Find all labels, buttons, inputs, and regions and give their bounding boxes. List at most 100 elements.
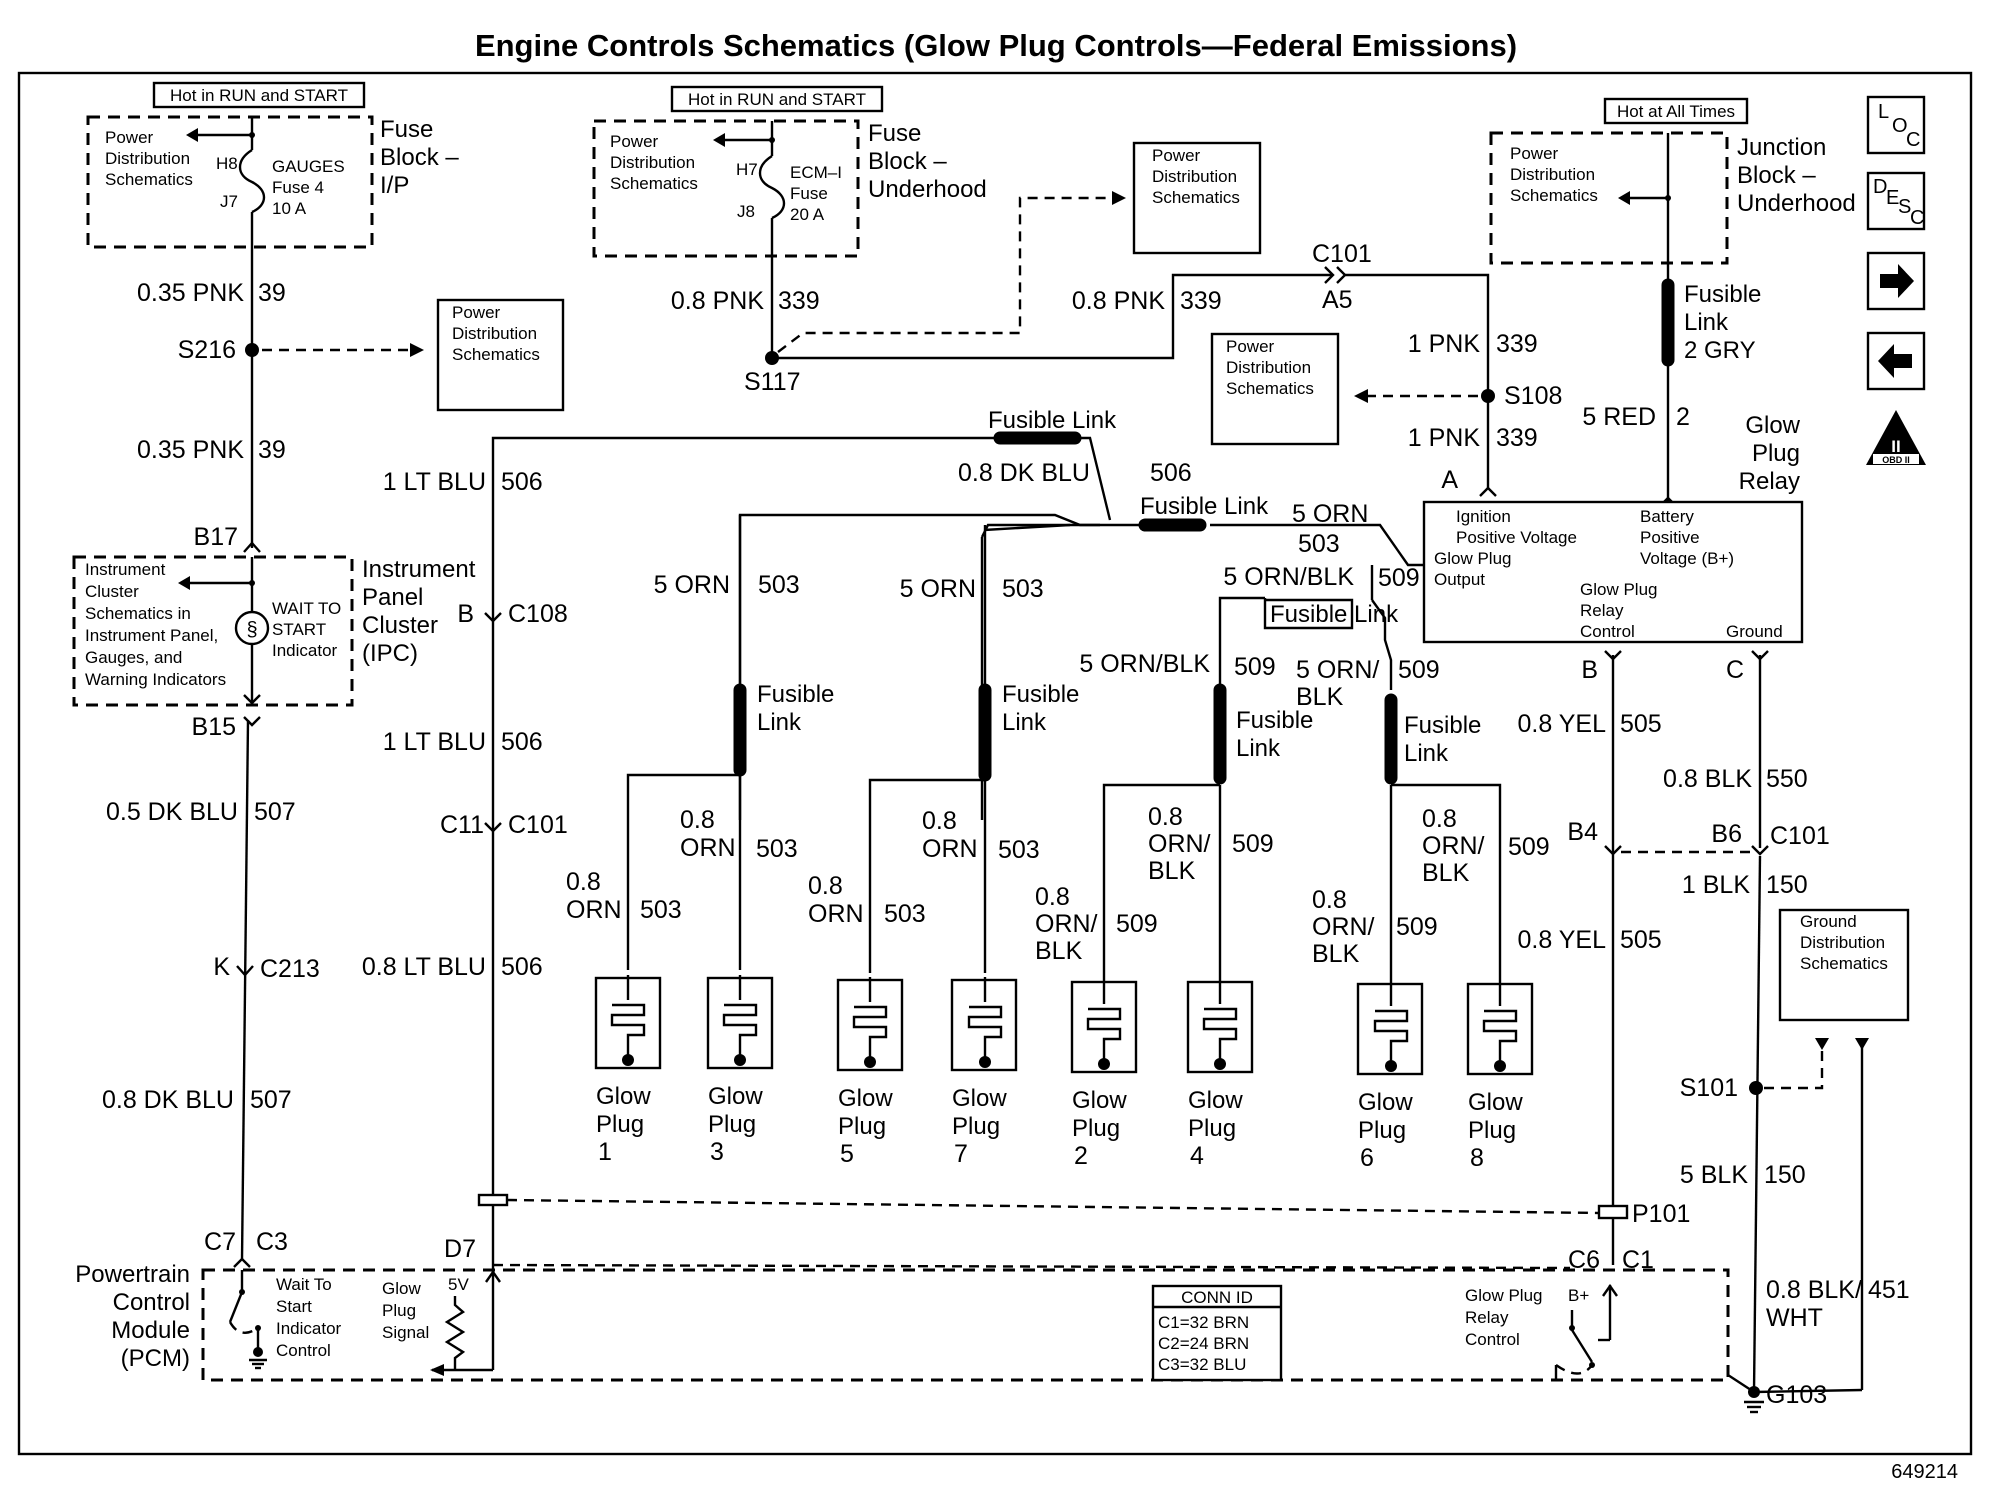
wire-label: 1 PNK: [1408, 424, 1481, 452]
wire-label: 0.8 DK BLU: [102, 1086, 234, 1114]
relay-label: Ignition: [1456, 507, 1511, 526]
pcm-label: Indicator: [276, 1319, 342, 1338]
splice-s108: [1481, 389, 1495, 403]
wire-label: 0.35 PNK: [137, 436, 244, 464]
pcm-label: Plug: [382, 1301, 416, 1320]
glow-plug-6: Glow Plug 6: [1356, 978, 1424, 1172]
wire-label: 0.8 BLK/: [1766, 1276, 1862, 1304]
conn-id-row: C1=32 BRN: [1158, 1313, 1249, 1332]
glow-plug-8: Glow Plug 8: [1466, 978, 1534, 1172]
wire-label: 5 ORN: [654, 571, 730, 599]
pin-label: J7: [220, 192, 238, 211]
wire-number: 39: [258, 279, 286, 307]
wire-label: 5 ORN: [1292, 500, 1368, 528]
fuse-block-name: Underhood: [868, 176, 987, 203]
wire-number: 506: [501, 953, 543, 981]
pds-label: Power: [1226, 337, 1275, 356]
wire-label: BLK: [1296, 683, 1344, 711]
glow-plug-number: 8: [1470, 1144, 1484, 1172]
wire-label: 0.8 LT BLU: [362, 953, 486, 981]
glow-plug-number: 6: [1360, 1144, 1374, 1172]
wire-label: 0.8 PNK: [1072, 287, 1165, 315]
pds-label: Power: [1152, 146, 1201, 165]
wire-number: 503: [1002, 575, 1044, 603]
wire-label: BLK: [1312, 940, 1360, 968]
fusible-link-label: Fusible: [1236, 707, 1313, 734]
fusible-link-label: 2 GRY: [1684, 337, 1756, 364]
wire-label: BLK: [1148, 857, 1196, 885]
wire-number: 509: [1396, 913, 1438, 941]
pds-box: [436, 298, 565, 412]
glow-plug-2: Glow Plug 2: [1070, 978, 1138, 1170]
loc-icon[interactable]: L O C: [1866, 95, 1926, 155]
connector-label: A5: [1322, 286, 1353, 314]
arrow-left-icon: [430, 1364, 444, 1376]
wire-label: 0.8: [680, 806, 715, 834]
wire-label: BLK: [1035, 937, 1083, 965]
pds-label: Power: [105, 128, 154, 147]
diagram-frame: [17, 71, 1973, 1456]
fusible-link-label: Fusible: [1002, 681, 1079, 708]
pcm-label: Control: [276, 1341, 331, 1360]
connector-label: C101: [1770, 822, 1830, 850]
junction-block-name: Underhood: [1737, 190, 1856, 217]
relay-label: Control: [1580, 622, 1635, 641]
wire-label: 0.8 BLK: [1663, 765, 1752, 793]
pcm-label: 5V: [448, 1275, 469, 1294]
glow-plug-3: Glow Plug 3: [706, 975, 774, 1166]
wire-label: 5 RED: [1582, 403, 1656, 431]
heater-element-icon: [1202, 1007, 1238, 1064]
fusible-link-label: Fusible: [1404, 712, 1481, 739]
connector-label: K: [213, 953, 230, 981]
connector-icon: [1479, 486, 1497, 497]
connector-label: C108: [508, 600, 568, 628]
connector-icon: [484, 612, 502, 623]
fusible-link-label: Link: [1684, 309, 1729, 336]
relay-label: Voltage (B+): [1640, 549, 1734, 568]
wire-number: 503: [998, 836, 1040, 864]
glow-plug-label: Plug: [596, 1111, 644, 1138]
gds-box: [1778, 908, 1910, 1022]
connector-label: B17: [194, 523, 238, 551]
loc-glyph: C: [1906, 129, 1920, 151]
fuse-block-name: Fuse: [380, 116, 433, 143]
heater-element-icon: [722, 1003, 758, 1060]
pds-label: Distribution: [105, 149, 190, 168]
heater-element-icon: [1373, 1009, 1409, 1066]
connector-icon: [1604, 845, 1622, 856]
obd-glyph: II: [1891, 437, 1900, 456]
wire-number: 503: [884, 900, 926, 928]
connector-label: C: [1726, 656, 1744, 684]
glow-plug-number: 1: [598, 1138, 612, 1166]
fuse-block-name: Block –: [380, 144, 459, 171]
fuse-block-name: Fuse: [868, 120, 921, 147]
wire-label: 1 PNK: [1408, 330, 1481, 358]
loc-glyph: L: [1878, 101, 1889, 123]
obd-label: OBD II: [1882, 455, 1910, 465]
splice-label: S101: [1680, 1074, 1738, 1102]
next-arrow-button[interactable]: [1866, 251, 1926, 311]
glow-plug-label: Plug: [1468, 1117, 1516, 1144]
conn-id-title: CONN ID: [1181, 1288, 1253, 1307]
gds-label: Ground: [1800, 912, 1857, 931]
ipc-label: Gauges, and: [85, 648, 182, 667]
wire-number: 509: [1232, 830, 1274, 858]
wire-number: 339: [1496, 424, 1538, 452]
junction-block-name: Block –: [1737, 162, 1816, 189]
connector-label: D7: [444, 1235, 476, 1263]
relay-label: Output: [1434, 570, 1485, 589]
ground-arrow-icon: [1855, 1038, 1869, 1050]
wire-number: 2: [1676, 403, 1690, 431]
wire-label: 0.8: [566, 868, 601, 896]
fuse-label: 10 A: [272, 199, 307, 218]
relay-label: Glow Plug: [1434, 549, 1511, 568]
heater-element-icon: [967, 1005, 1003, 1062]
loc-glyph: O: [1892, 115, 1908, 137]
arrow-left-icon: [1354, 389, 1368, 403]
desc-icon[interactable]: D E S C: [1866, 171, 1926, 231]
ground-g103: [1748, 1386, 1760, 1398]
prev-arrow-button[interactable]: [1866, 331, 1926, 391]
ipc-label: Instrument: [85, 560, 166, 579]
connector-icon: [233, 1257, 251, 1268]
